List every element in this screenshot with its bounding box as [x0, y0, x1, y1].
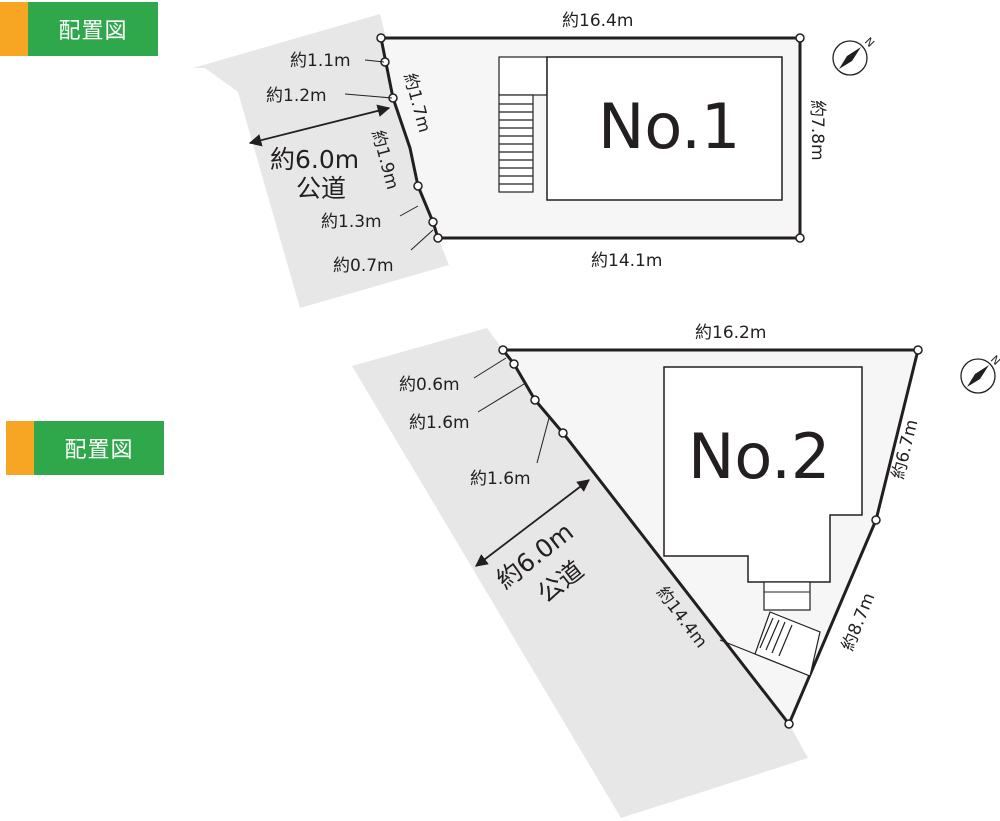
plot-2: No.2 約16.2m 約6.7m 約8.7m 約14.4m 約0.6m 約1.…	[352, 323, 1000, 818]
road-width-arrow-2	[474, 479, 591, 567]
badge-label: 配置図	[34, 421, 164, 475]
lot-vertices-2	[498, 345, 923, 729]
dim-frontage-2a: 約0.6m	[399, 375, 460, 395]
road-width-1: 約6.0m	[270, 145, 359, 174]
road-width-arrow-1	[248, 104, 391, 147]
layout-badge-2: 配置図	[6, 421, 164, 475]
lot-vertices-1	[376, 33, 805, 243]
road-area-2	[352, 328, 808, 818]
plot-name-1: No.1	[598, 90, 740, 163]
dim-frontage-2c: 約1.6m	[470, 469, 531, 489]
dim-right-lower-2: 約8.7m	[838, 590, 879, 654]
dim-frontage-1a: 約1.1m	[290, 51, 351, 71]
dim-frontage-1e: 約1.3m	[321, 212, 382, 232]
road-label-1: 公道	[296, 174, 346, 203]
badge-accent	[6, 421, 34, 475]
dim-frontage-2b: 約1.6m	[409, 413, 470, 433]
layout-badge-1: 配置図	[0, 2, 158, 56]
dim-frontage-1b: 約1.2m	[266, 86, 327, 106]
leader-lines-2	[473, 357, 550, 464]
plot-name-2: No.2	[688, 420, 830, 493]
compass-icon: N	[960, 353, 1000, 394]
dim-bottom-1: 約14.1m	[591, 251, 662, 271]
building-2	[663, 366, 863, 583]
dim-frontage-1f: 約0.7m	[333, 256, 394, 276]
stairs-1	[498, 56, 548, 193]
badge-label: 配置図	[28, 2, 158, 56]
badge-accent	[0, 2, 28, 56]
entrance-2	[763, 581, 811, 611]
road-area-1	[193, 14, 449, 308]
leader-lines-1	[344, 59, 434, 251]
stairs-2	[719, 611, 821, 677]
dim-right-1: 約7.8m	[807, 100, 827, 161]
plot-1: No.1 約16.4m 約14.1m 約7.8m 約1.1m 約1.2m 約1.…	[193, 11, 877, 308]
compass-icon: N	[832, 35, 877, 76]
dim-top-1: 約16.4m	[562, 11, 633, 31]
building-1	[546, 56, 783, 201]
dim-top-2: 約16.2m	[695, 323, 766, 343]
